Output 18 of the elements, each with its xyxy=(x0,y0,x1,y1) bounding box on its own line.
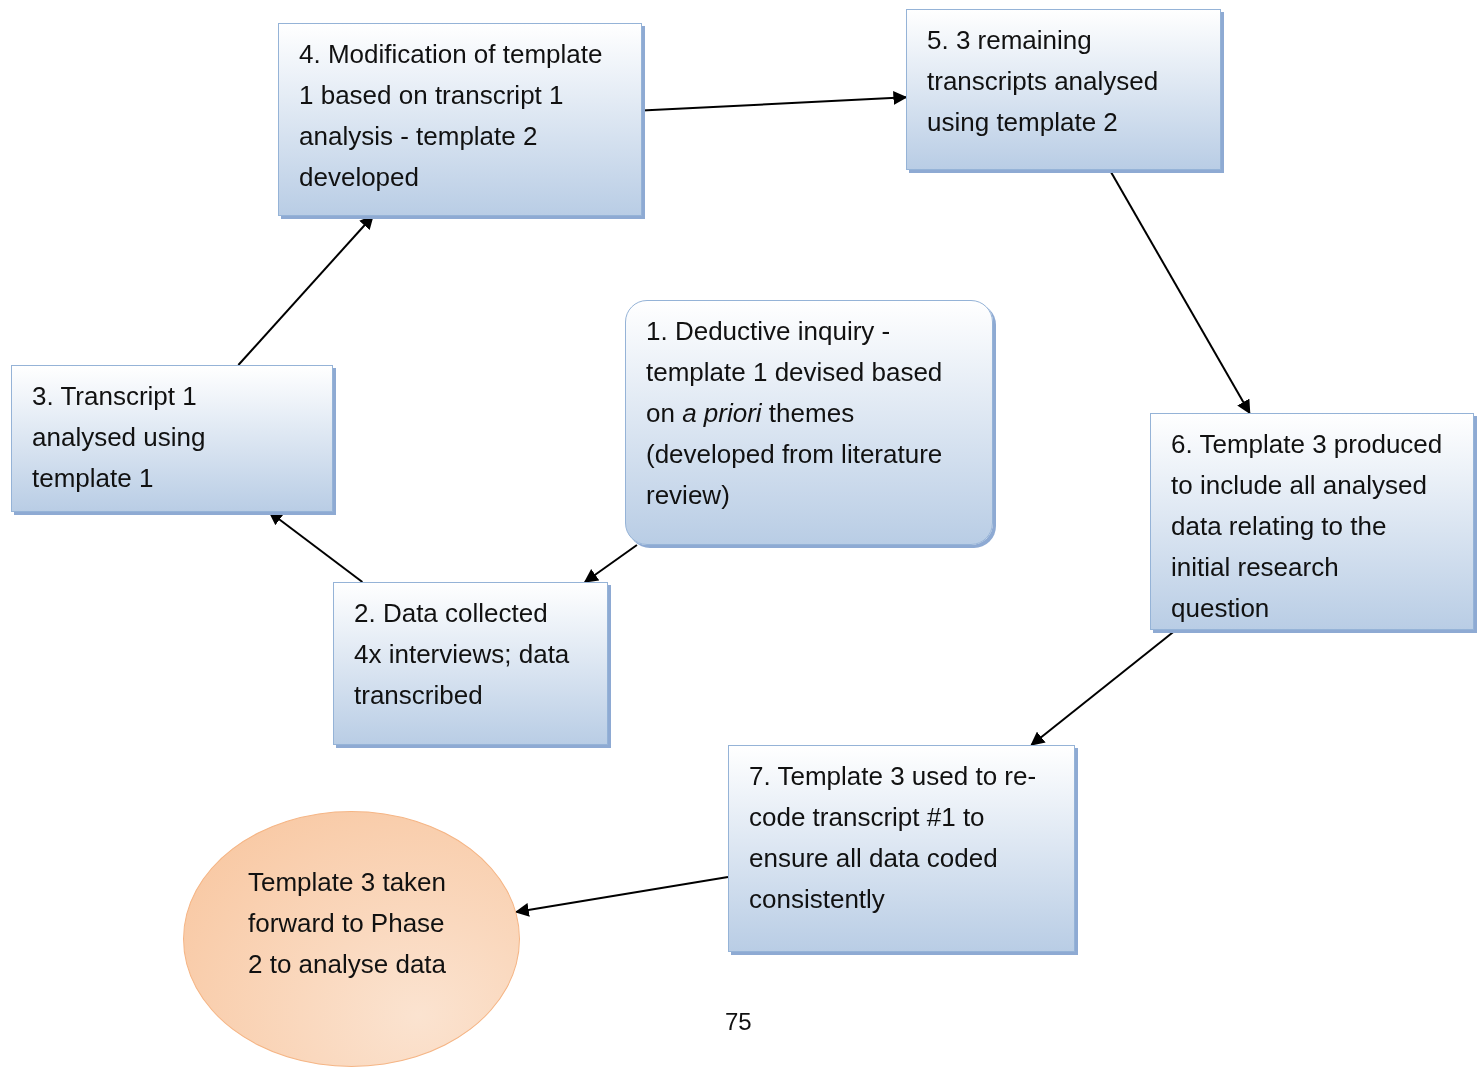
step-box xyxy=(333,582,608,745)
step-box xyxy=(728,745,1075,952)
step-text: 5. 3 remaining transcripts analysed using template 2 xyxy=(927,24,1160,139)
step-text: 2. Data collected 4x interviews; data transcribed xyxy=(354,597,571,712)
step-box xyxy=(906,9,1221,170)
step-text: 3. Transcript 1 analysed using template 1 xyxy=(32,380,207,495)
step-text: 7. Template 3 used to re-code transcript #1 to ensure all data coded consistently xyxy=(749,760,1038,916)
arrow xyxy=(583,544,638,583)
step-box xyxy=(1150,413,1474,630)
step-box xyxy=(278,23,642,216)
page-number: 75 xyxy=(725,1008,752,1036)
step-text: Template 3 taken forward to Phase 2 to analyse data xyxy=(248,866,448,981)
step-text: 1. Deductive inquiry - template 1 devised based on a priori themes (developed from literature review) xyxy=(646,315,944,512)
step-box xyxy=(11,365,333,512)
arrow xyxy=(514,876,729,917)
step-box xyxy=(625,300,993,545)
step-text: 4. Modification of template 1 based on transcript 1 analysis - template 2 developed xyxy=(299,38,604,194)
step-text: 6. Template 3 produced to include all analysed data relating to the initial research question xyxy=(1171,428,1443,625)
